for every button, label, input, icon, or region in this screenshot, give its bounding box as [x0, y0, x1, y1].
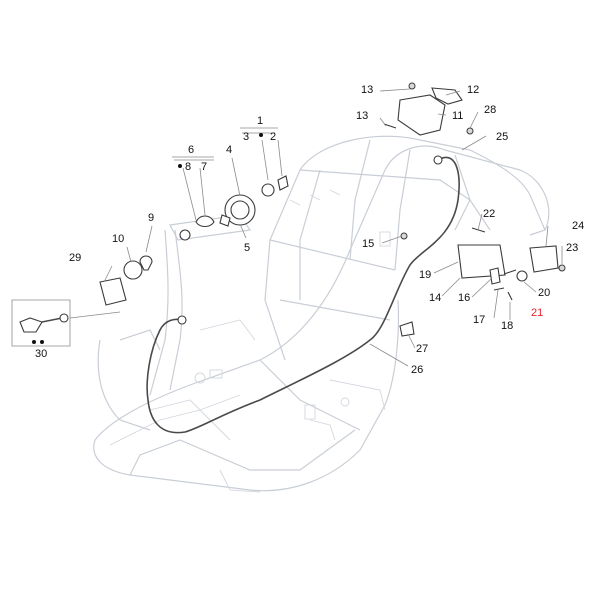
callout-5: 5 [244, 242, 250, 254]
washer-7 [179, 229, 191, 241]
scooter-frame [93, 135, 550, 493]
screw-22 [471, 227, 486, 233]
bulb-10 [123, 260, 143, 280]
callout-11: 11 [452, 110, 463, 122]
callout-16: 16 [458, 292, 470, 304]
callout-21: 21 [531, 307, 543, 319]
callout-19: 19 [419, 269, 431, 281]
clip-28 [466, 127, 474, 135]
pin-5 [219, 214, 231, 227]
callout-labels: 1 2 3 4 5 6 7 8 9 10 11 12 13 13 14 15 1… [32, 84, 584, 376]
callout-27: 27 [416, 343, 428, 355]
callout-23: 23 [566, 242, 578, 254]
screw-13b [383, 123, 397, 129]
callout-10: 10 [112, 233, 124, 245]
callout-13a: 13 [361, 84, 373, 96]
connector-box [11, 299, 71, 347]
callout-1: 1 [257, 115, 263, 127]
connector-plug [59, 313, 69, 323]
callout-8: 8 [185, 161, 191, 173]
callout-28: 28 [484, 104, 496, 116]
clip-21 [503, 269, 517, 275]
callout-17: 17 [473, 314, 485, 326]
callout-13b: 13 [356, 110, 368, 122]
cables [146, 155, 460, 434]
lever-17 [493, 287, 505, 291]
spring-8 [195, 215, 215, 228]
parts [11, 82, 566, 347]
callout-14: 14 [429, 292, 441, 304]
cover-29 [99, 277, 127, 306]
nut-3 [261, 183, 275, 197]
callout-2: 2 [270, 131, 276, 143]
hinge-bracket [397, 94, 446, 136]
bolt-18 [507, 291, 513, 301]
leader-lines [69, 88, 563, 367]
callout-24: 24 [572, 220, 584, 232]
callout-dot [32, 340, 36, 344]
callout-18: 18 [501, 320, 513, 332]
callout-6: 6 [188, 144, 194, 156]
callout-dot [259, 133, 263, 137]
seat-release-cable-26 [146, 156, 460, 434]
callout-9: 9 [148, 212, 154, 224]
callout-25: 25 [496, 131, 508, 143]
nut-23 [558, 264, 566, 272]
cable-end-front [177, 315, 187, 325]
callout-dot [40, 340, 44, 344]
screw-13a [408, 82, 416, 90]
callout-3: 3 [243, 131, 249, 143]
callout-22: 22 [483, 208, 495, 220]
pin-16 [489, 267, 501, 285]
actuator-24 [529, 245, 559, 273]
connector-lead [41, 317, 63, 323]
cap-9 [139, 255, 153, 271]
callout-4: 4 [226, 144, 232, 156]
spring-20 [516, 270, 528, 282]
callout-20: 20 [538, 287, 550, 299]
callout-15: 15 [362, 238, 374, 250]
callout-26: 26 [411, 364, 423, 376]
clamp-27 [399, 321, 415, 337]
hinge-plate [431, 87, 463, 105]
callout-dot [178, 164, 182, 168]
cable-end-25 [433, 155, 443, 165]
connector-30 [19, 317, 43, 333]
callout-7: 7 [201, 161, 207, 173]
callout-29: 29 [69, 252, 81, 264]
callout-30: 30 [35, 348, 47, 360]
lock-cylinder [230, 200, 250, 220]
callout-12: 12 [467, 84, 479, 96]
key-2 [277, 175, 289, 191]
